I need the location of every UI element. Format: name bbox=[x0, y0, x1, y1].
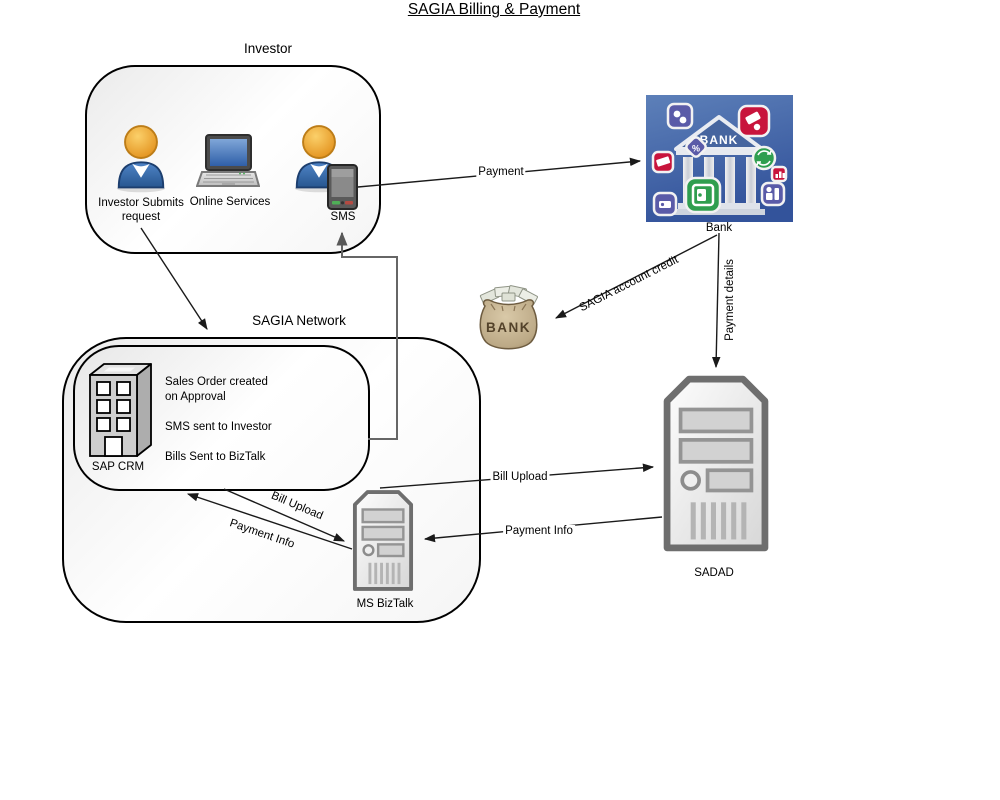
investor-person-label-line1: Investor Submits bbox=[98, 197, 184, 209]
investor-person-label: Investor Submits request bbox=[98, 196, 184, 224]
money-bag-text: BANK bbox=[486, 320, 531, 335]
sms-label: SMS bbox=[330, 211, 356, 223]
bank-icon[interactable]: BANK % bbox=[646, 95, 793, 222]
edge-sagia-account-credit[interactable] bbox=[555, 234, 718, 319]
svg-text:%: % bbox=[692, 144, 700, 154]
edge-label-bill-upload-sadad: Bill Upload bbox=[490, 471, 550, 483]
bank-badge-glyphs: % bbox=[656, 110, 785, 208]
sagia-network-label: SAGIA Network bbox=[252, 313, 346, 328]
crm-text-line-4: Bills Sent to BizTalk bbox=[165, 451, 266, 463]
sms-phone-icon[interactable] bbox=[327, 164, 358, 210]
edge-payment-details[interactable] bbox=[711, 232, 721, 369]
investor-group-label: Investor bbox=[243, 41, 293, 56]
online-services-label: Online Services bbox=[189, 196, 271, 208]
edge-bill-upload-to-biztalk[interactable] bbox=[223, 488, 346, 542]
edge-payment-info-to-crm[interactable] bbox=[186, 493, 353, 550]
online-services-laptop-icon[interactable] bbox=[196, 134, 260, 194]
investor-person-icon[interactable] bbox=[112, 121, 170, 194]
edge-investor-to-sagia[interactable] bbox=[140, 227, 208, 330]
investor-person-label-line2: request bbox=[121, 211, 161, 223]
money-bag-icon[interactable]: BANK bbox=[475, 284, 542, 353]
sap-crm-building-icon[interactable] bbox=[87, 361, 152, 458]
bank-building-text: BANK bbox=[700, 133, 739, 147]
ms-biztalk-label: MS BizTalk bbox=[356, 598, 414, 610]
bank-label: Bank bbox=[705, 222, 733, 234]
edge-sms-sent-to-investor[interactable] bbox=[336, 231, 398, 440]
diagram-title: SAGIA Billing & Payment bbox=[407, 1, 581, 18]
edge-label-payment-details: Payment details bbox=[724, 259, 736, 341]
edge-label-payment-info-sadad: Payment Info bbox=[503, 525, 575, 537]
ms-biztalk-server-icon[interactable] bbox=[352, 489, 414, 592]
money-bag-body bbox=[479, 299, 538, 350]
crm-text-line-3: SMS sent to Investor bbox=[165, 421, 272, 433]
sap-crm-label: SAP CRM bbox=[91, 461, 145, 473]
crm-text-line-2: on Approval bbox=[165, 391, 226, 403]
sadad-server-icon[interactable] bbox=[662, 374, 770, 553]
edge-label-payment: Payment bbox=[476, 166, 526, 178]
crm-text-line-1: Sales Order created bbox=[165, 376, 268, 388]
sms-person-icon[interactable] bbox=[290, 121, 348, 194]
sadad-label: SADAD bbox=[694, 567, 734, 579]
